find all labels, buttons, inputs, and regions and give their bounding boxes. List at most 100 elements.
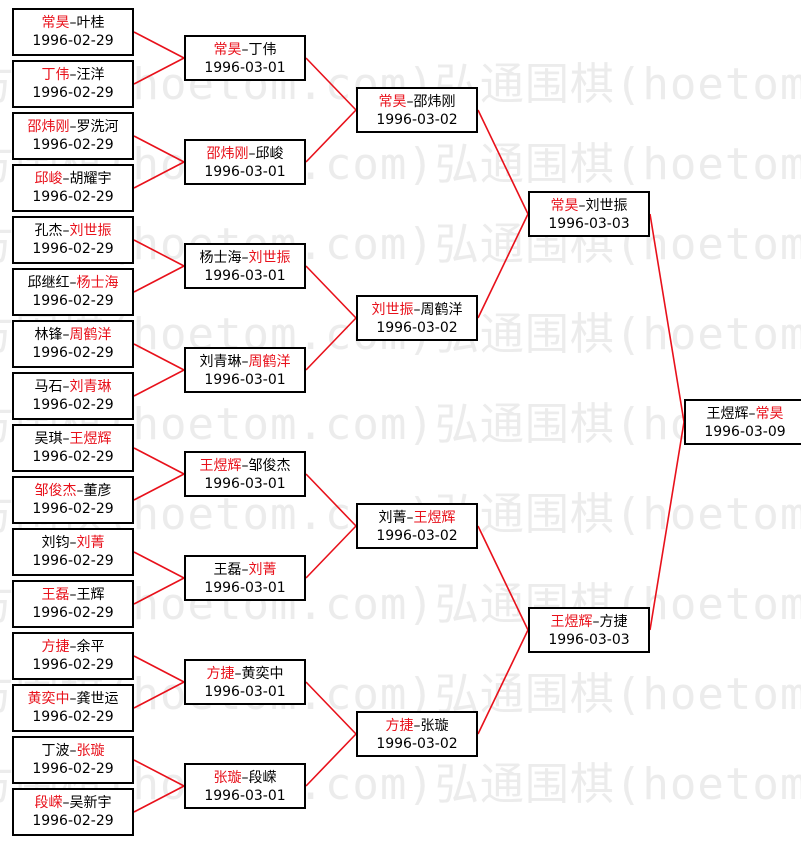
- match-date: 1996-02-29: [32, 137, 114, 153]
- match-date: 1996-03-02: [376, 736, 458, 752]
- player-name: 邱峻: [34, 171, 63, 187]
- connector-line: [133, 785, 185, 813]
- match-date: 1996-03-03: [548, 632, 630, 648]
- match-players: 刘菁–王煜辉: [358, 509, 476, 527]
- dash-separator: –: [241, 458, 249, 474]
- player-name: 林锋: [34, 327, 63, 343]
- match-players: 邵炜刚–罗洗河: [14, 118, 132, 136]
- player-name: 刘世振: [371, 302, 414, 318]
- player-name: 方捷: [206, 666, 235, 682]
- connector-line: [133, 681, 185, 709]
- player-name: 邱峻: [255, 146, 284, 162]
- match-players: 王煜辉–常昊: [686, 405, 801, 423]
- dash-separator: –: [69, 67, 77, 83]
- player-name: 方捷: [385, 718, 414, 734]
- player-name: 邵炜刚: [413, 94, 456, 110]
- player-name: 方捷: [41, 639, 70, 655]
- match-date: 1996-03-01: [204, 372, 286, 388]
- match-players: 邹俊杰–董彦: [14, 482, 132, 500]
- connector-line: [133, 759, 185, 787]
- player-name: 常昊: [550, 198, 579, 214]
- dash-separator: –: [406, 510, 414, 526]
- player-name: 叶桂: [76, 15, 105, 31]
- dash-separator: –: [578, 198, 586, 214]
- player-name: 黄奕中: [27, 691, 70, 707]
- match-players: 马石–刘青琳: [14, 378, 132, 396]
- match-players: 常昊–丁伟: [186, 41, 304, 59]
- player-name: 常昊: [378, 94, 407, 110]
- match-date: 1996-03-01: [204, 788, 286, 804]
- player-name: 王磊: [213, 562, 242, 578]
- player-name: 刘世振: [69, 223, 112, 239]
- match-players: 黄奕中–龚世运: [14, 690, 132, 708]
- connector-line: [133, 551, 185, 579]
- player-name: 董彦: [83, 483, 112, 499]
- match-date: 1996-02-29: [32, 605, 114, 621]
- player-name: 王煜辉: [69, 431, 112, 447]
- match-players: 常昊–叶桂: [14, 14, 132, 32]
- player-name: 丁波: [41, 743, 70, 759]
- match-date: 1996-02-29: [32, 709, 114, 725]
- player-name: 邵炜刚: [206, 146, 249, 162]
- dash-separator: –: [69, 15, 77, 31]
- player-name: 王煜辉: [550, 614, 593, 630]
- match-date: 1996-02-29: [32, 813, 114, 829]
- match-players: 段嵘–吴新宇: [14, 794, 132, 812]
- match-date: 1996-02-29: [32, 241, 114, 257]
- match-date: 1996-03-01: [204, 476, 286, 492]
- match-date: 1996-03-02: [376, 112, 458, 128]
- dash-separator: –: [592, 614, 600, 630]
- connector-line: [133, 265, 185, 293]
- dash-separator: –: [241, 250, 249, 266]
- match-players: 王磊–刘菁: [186, 561, 304, 579]
- dash-separator: –: [748, 406, 756, 422]
- match-players: 方捷–余平: [14, 638, 132, 656]
- player-name: 王磊: [41, 587, 70, 603]
- match-date: 1996-02-29: [32, 761, 114, 777]
- match-players: 方捷–张璇: [358, 717, 476, 735]
- match-players: 丁伟–汪洋: [14, 66, 132, 84]
- connector-line: [133, 343, 185, 371]
- dash-separator: –: [69, 275, 77, 291]
- match-players: 孔杰–刘世振: [14, 222, 132, 240]
- dash-separator: –: [234, 666, 242, 682]
- match-date: 1996-03-01: [204, 268, 286, 284]
- player-name: 杨士海: [76, 275, 119, 291]
- match-players: 杨士海–刘世振: [186, 249, 304, 267]
- dash-separator: –: [69, 639, 77, 655]
- match-date: 1996-02-29: [32, 345, 114, 361]
- player-name: 邹俊杰: [248, 458, 291, 474]
- match-players: 刘世振–周鹤洋: [358, 301, 476, 319]
- connector-line: [305, 109, 357, 163]
- match-date: 1996-03-02: [376, 528, 458, 544]
- connector-line: [477, 629, 529, 735]
- match-players: 丁波–张璇: [14, 742, 132, 760]
- match-players: 邵炜刚–邱峻: [186, 145, 304, 163]
- match-date: 1996-02-29: [32, 189, 114, 205]
- connector-line: [133, 369, 185, 397]
- player-name: 孔杰: [34, 223, 63, 239]
- dash-separator: –: [62, 795, 70, 811]
- dash-separator: –: [69, 587, 77, 603]
- dash-separator: –: [248, 146, 256, 162]
- player-name: 刘青琳: [199, 354, 242, 370]
- connector-line: [649, 213, 685, 423]
- player-name: 段嵘: [34, 795, 63, 811]
- match-players: 刘钧–刘菁: [14, 534, 132, 552]
- connector-line: [305, 733, 357, 787]
- player-name: 邵炜刚: [27, 119, 70, 135]
- match-date: 1996-03-01: [204, 164, 286, 180]
